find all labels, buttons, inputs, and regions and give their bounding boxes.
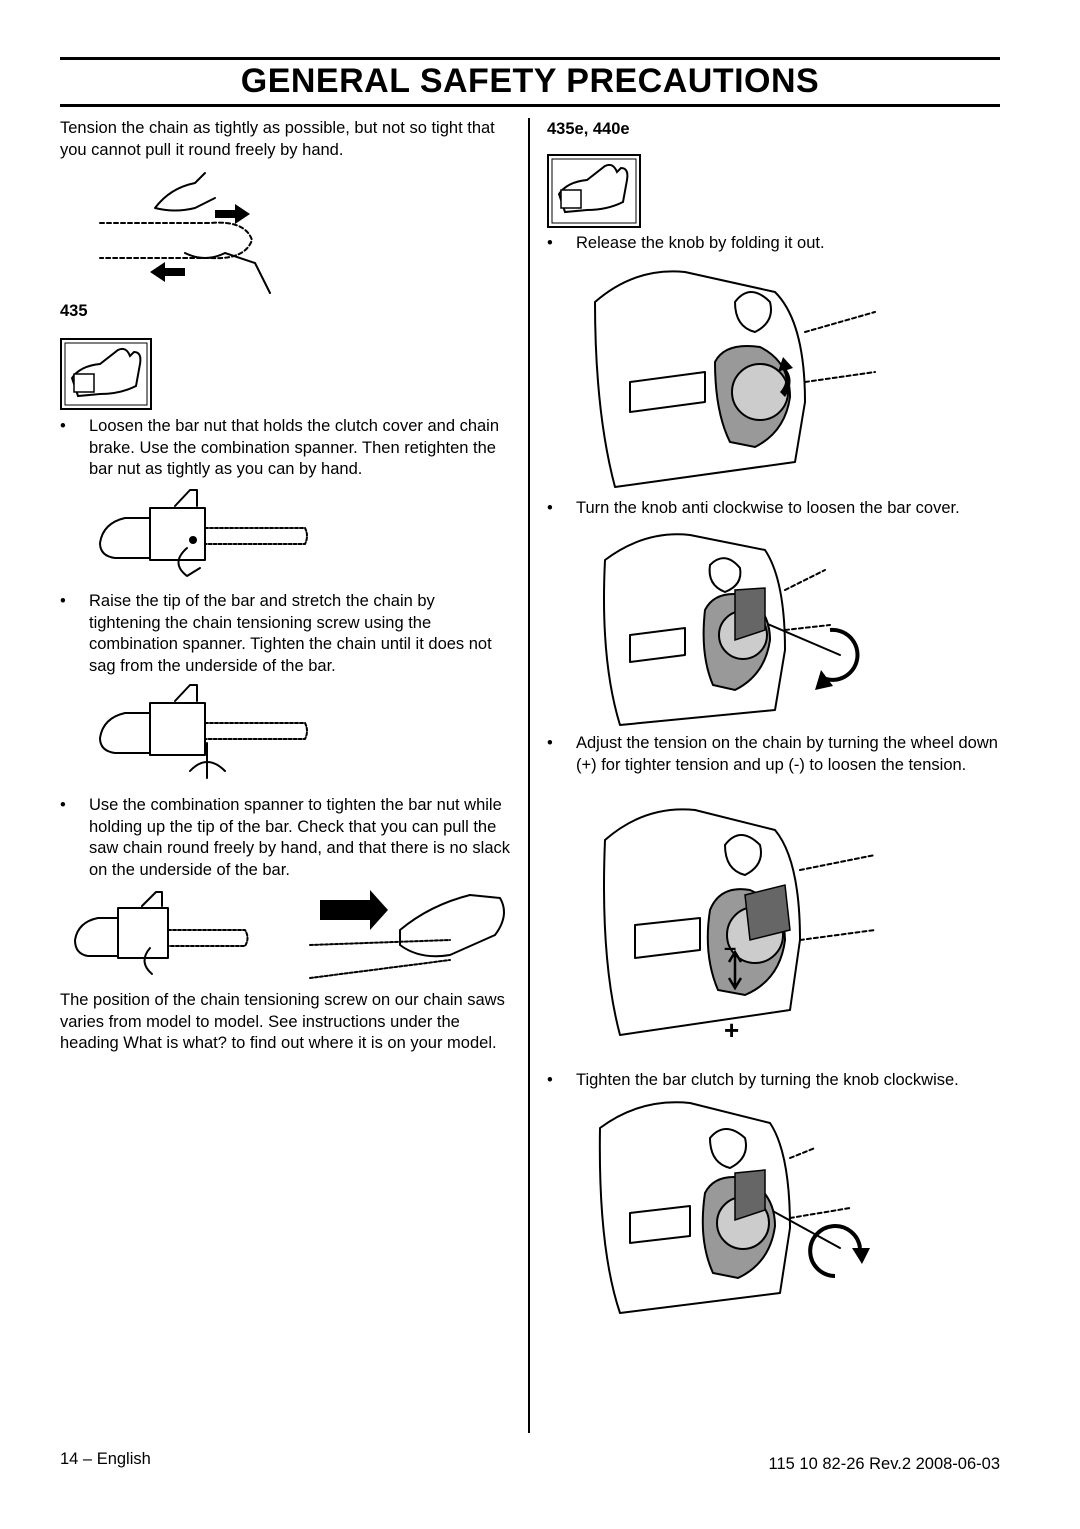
loosen-bar-nut-text: Loosen the bar nut that holds the clutch…	[89, 417, 500, 478]
page-title: GENERAL SAFETY PRECAUTIONS	[240, 62, 820, 100]
release-knob-illustration	[594, 270, 876, 488]
chain-pull-illustration	[99, 172, 271, 294]
header-rule-top	[60, 57, 1000, 60]
plus-label: +	[724, 1015, 740, 1045]
footer-page-number: 14 – English	[60, 1450, 151, 1468]
turn-knob-anticlockwise-text: Turn the knob anti clockwise to loosen t…	[576, 499, 960, 517]
bullet-marker: •	[60, 417, 66, 435]
chainsaw-loosen-illustration	[99, 489, 308, 577]
chainsaw-tension-illustration	[99, 684, 308, 779]
header-rule-bottom	[60, 104, 1000, 107]
tighten-bar-nut-text: Use the combination spanner to tighten t…	[89, 796, 510, 879]
intro-paragraph: Tension the chain as tightly as possible…	[60, 119, 495, 159]
glove-icon	[547, 154, 641, 228]
raise-bar-tip-text: Raise the tip of the bar and stretch the…	[89, 592, 492, 675]
bullet-marker: •	[547, 1071, 553, 1089]
adjust-tension-text: Adjust the tension on the chain by turni…	[576, 734, 998, 774]
chainsaw-check-illustration	[74, 890, 505, 979]
bullet-marker: •	[547, 234, 553, 252]
tighten-bar-clutch-illustration	[598, 1101, 870, 1314]
bullet-marker: •	[547, 734, 553, 752]
tighten-clutch-text: Tighten the bar clutch by turning the kn…	[576, 1071, 959, 1089]
model-heading-435: 435	[60, 302, 88, 320]
adjust-tension-illustration	[603, 808, 876, 1036]
loosen-bar-cover-illustration	[603, 533, 860, 726]
bullet-marker: •	[60, 592, 66, 610]
model-heading-435e-440e: 435e, 440e	[547, 120, 630, 138]
footer-doc-reference: 115 10 82-26 Rev.2 2008-06-03	[768, 1455, 1000, 1473]
closing-paragraph: The position of the chain tensioning scr…	[60, 991, 505, 1052]
release-knob-text: Release the knob by folding it out.	[576, 234, 825, 252]
bullet-marker: •	[60, 796, 66, 814]
glove-icon	[60, 338, 152, 410]
column-divider	[528, 118, 530, 1433]
bullet-marker: •	[547, 499, 553, 517]
minus-label: –	[724, 935, 737, 960]
